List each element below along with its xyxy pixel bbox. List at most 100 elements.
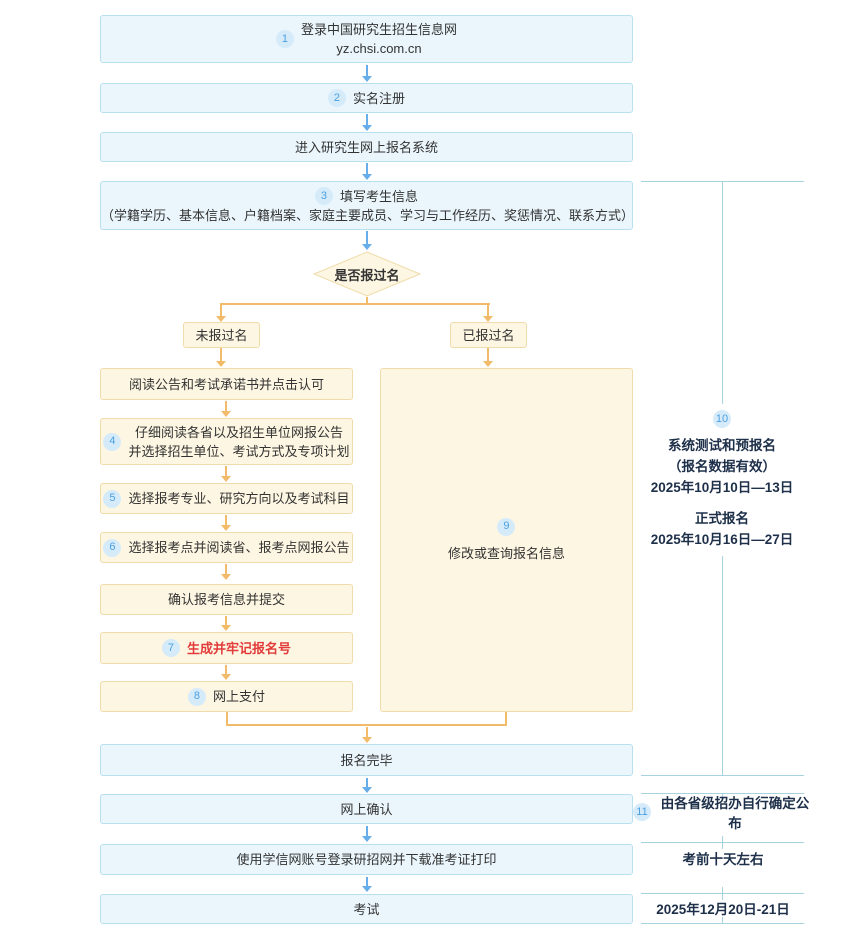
- down-arrow-12: [221, 665, 231, 680]
- down-arrow-4: [362, 231, 372, 250]
- branch-arrow-right: [483, 304, 493, 322]
- step-8-badge: 8: [187, 687, 206, 706]
- step-4-badge: 4: [103, 432, 122, 451]
- step-confirm-submit-label: 确认报考信息并提交: [167, 592, 285, 607]
- step-read-province-line1: 仔细阅读各省以及招生单位网报公告: [134, 424, 343, 440]
- reg-period-title1: 系统测试和预报名: [668, 438, 776, 453]
- branch-not-registered-label: 未报过名: [195, 327, 248, 343]
- step-fill-info-box: 3 填写考生信息 （学籍学历、基本信息、户籍档案、家庭主要成员、学习与工作经历、…: [100, 181, 635, 230]
- annotation-bracket-line: [641, 842, 804, 843]
- annotation-bracket-tick: [722, 843, 723, 849]
- step-reg-number-box: 7 生成并牢记报名号: [100, 632, 353, 664]
- annotation-bracket-tick: [722, 794, 723, 800]
- down-arrow-13: [362, 778, 372, 793]
- step-choose-site-box: 6 选择报考点并阅读省、报考点网报公告: [100, 532, 353, 563]
- decision-label: 是否报过名: [334, 267, 400, 283]
- exam-box: 考试: [100, 894, 633, 924]
- connector-line: [505, 712, 507, 726]
- step-register-box: 2 实名注册: [100, 83, 633, 113]
- branch-registered-box: 已报过名: [450, 322, 527, 348]
- down-arrow-1: [362, 65, 372, 82]
- finish-box: 报名完毕: [100, 744, 633, 776]
- step-pay-box: 8 网上支付: [100, 681, 353, 712]
- merge-arrow: [362, 727, 372, 743]
- down-arrow-15: [362, 877, 372, 892]
- step-11-badge: 11: [633, 803, 651, 821]
- down-arrow-6: [483, 348, 493, 367]
- reg-period-date2: 2025年10月16日—27日: [650, 532, 794, 547]
- down-arrow-14: [362, 826, 372, 842]
- step-read-notice-label: 阅读公告和考试承诺书并点击认可: [128, 376, 324, 392]
- decision-diamond: [313, 251, 421, 297]
- confirm-note-label: 由各省级招办自行确定公布: [660, 796, 810, 831]
- step-choose-major-box: 5 选择报考专业、研究方向以及考试科目: [100, 483, 353, 514]
- down-arrow-3: [362, 163, 372, 180]
- annotation-reg-period: 10 系统测试和预报名 （报名数据有效） 2025年10月10日—13日 正式报…: [615, 410, 829, 550]
- down-arrow-8: [221, 466, 231, 482]
- annotation-bracket-line: [641, 775, 804, 776]
- step-confirm-submit-box: 确认报考信息并提交: [100, 584, 353, 615]
- step-enter-system-box: 进入研究生网上报名系统: [100, 132, 633, 162]
- download-note-label: 考前十天左右: [682, 852, 764, 867]
- step-1-badge: 1: [275, 30, 294, 48]
- connector-line: [226, 724, 507, 726]
- down-arrow-2: [362, 114, 372, 131]
- modify-query-label: 修改或查询报名信息: [447, 545, 565, 561]
- reg-period-title2: 正式报名: [695, 511, 749, 526]
- step-3-badge: 3: [314, 187, 333, 205]
- step-fill-info-detail: （学籍学历、基本信息、户籍档案、家庭主要成员、学习与工作经历、奖惩情况、联系方式…: [101, 207, 635, 223]
- step-register-label: 实名注册: [352, 90, 405, 106]
- step-2-badge: 2: [327, 89, 346, 107]
- connector-line: [220, 303, 490, 305]
- finish-label: 报名完毕: [340, 752, 393, 768]
- reg-period-date1: 2025年10月10日—13日: [650, 480, 794, 495]
- confirm-label: 网上确认: [340, 801, 393, 817]
- annotation-bracket-line: [722, 556, 723, 775]
- step-choose-site-label: 选择报考点并阅读省、报考点网报公告: [128, 540, 350, 555]
- step-choose-major-label: 选择报考专业、研究方向以及考试科目: [128, 491, 350, 506]
- download-label: 使用学信网账号登录研招网并下载准考证打印: [236, 852, 497, 867]
- annotation-bracket-line: [641, 893, 804, 894]
- step-read-province-box: 4 仔细阅读各省以及招生单位网报公告 并选择招生单位、考试方式及专项计划: [100, 418, 353, 465]
- step-login-url: yz.chsi.com.cn: [336, 41, 422, 56]
- step-fill-info-title: 填写考生信息: [339, 188, 418, 204]
- annotation-bracket-tick: [722, 836, 723, 842]
- step-9-badge: 9: [497, 517, 516, 536]
- modify-query-box: 9 修改或查询报名信息: [380, 368, 633, 712]
- reg-period-sub1: （报名数据有效）: [668, 459, 776, 474]
- download-box: 使用学信网账号登录研招网并下载准考证打印: [100, 844, 633, 875]
- step-read-province-line2: 并选择招生单位、考试方式及专项计划: [128, 443, 350, 459]
- step-read-notice-box: 阅读公告和考试承诺书并点击认可: [100, 368, 353, 400]
- down-arrow-5: [216, 348, 226, 367]
- annotation-bracket-line: [641, 793, 804, 794]
- branch-arrow-left: [216, 304, 226, 322]
- step-login-title: 登录中国研究生招生信息网: [300, 22, 457, 37]
- connector-line: [366, 297, 368, 304]
- branch-not-registered-box: 未报过名: [183, 322, 260, 348]
- annotation-bracket-line: [641, 923, 804, 924]
- annotation-exam-note: 2025年12月20日-21日: [633, 896, 813, 920]
- exam-label: 考试: [353, 901, 380, 917]
- step-pay-label: 网上支付: [212, 689, 265, 704]
- down-arrow-7: [221, 401, 231, 417]
- step-login-box: 1 登录中国研究生招生信息网 yz.chsi.com.cn: [100, 15, 633, 63]
- connector-line: [226, 712, 228, 726]
- branch-registered-label: 已报过名: [462, 327, 515, 343]
- annotation-bracket-tick: [722, 887, 723, 893]
- annotation-bracket-tick: [722, 894, 723, 900]
- down-arrow-10: [221, 564, 231, 580]
- step-reg-number-label: 生成并牢记报名号: [186, 640, 291, 656]
- step-5-badge: 5: [103, 489, 122, 508]
- exam-note-label: 2025年12月20日-21日: [656, 902, 790, 917]
- annotation-bracket-line: [641, 181, 804, 182]
- step-enter-system-label: 进入研究生网上报名系统: [294, 139, 438, 155]
- down-arrow-11: [221, 616, 231, 631]
- down-arrow-9: [221, 515, 231, 531]
- step-6-badge: 6: [103, 538, 122, 557]
- step-10-badge: 10: [713, 410, 731, 428]
- annotation-confirm-note: 11 由各省级招办自行确定公布: [633, 796, 813, 831]
- annotation-download-note: 考前十天左右: [633, 846, 813, 870]
- annotation-bracket-tick: [722, 917, 723, 923]
- confirm-box: 网上确认: [100, 794, 633, 824]
